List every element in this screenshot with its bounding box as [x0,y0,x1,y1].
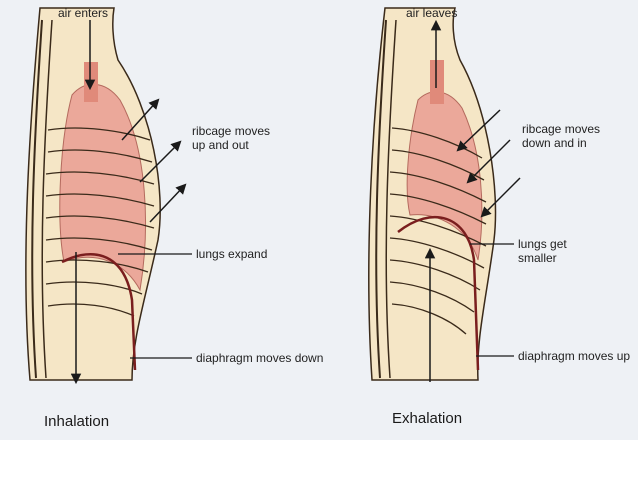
arrow-ribcage-out-3 [149,183,187,223]
label-lungs-smaller-line2: smaller [518,251,557,265]
label-ribcage-up-out-line2: up and out [192,138,249,152]
inhalation-spine [31,19,53,379]
caption-inhalation: Inhalation [44,413,110,430]
exhalation-ribs [389,127,487,335]
label-ribcage-up-out: ribcage moves up and out [192,124,270,152]
caption-exhalation: Exhalation [392,410,463,427]
arrow-ribcage-in-3 [480,177,521,218]
label-ribcage-down-in-line2: down and in [522,136,587,150]
exhalation-trachea [430,60,444,104]
arrow-ribcage-in-2 [466,139,511,184]
label-lungs-expand: lungs expand [196,247,268,261]
arrow-ribcage-out-2 [139,140,182,183]
arrow-ribcage-out-1 [121,98,160,141]
label-diaphragm-up: diaphragm moves up [518,349,631,363]
exhalation-diaphragm [397,216,480,371]
label-air-enters: air enters [58,6,109,20]
exhalation-spine [375,19,397,379]
exhalation-diagram [368,7,521,382]
label-lungs-smaller: lungs get smaller [518,237,567,265]
label-lungs-smaller-line1: lungs get [518,237,567,251]
arrow-ribcage-in-1 [456,109,501,152]
inhalation-trachea [84,62,98,102]
inhalation-diaphragm [61,253,137,371]
inhalation-diagram [25,7,192,385]
label-diaphragm-down: diaphragm moves down [196,351,324,365]
label-ribcage-up-out-line1: ribcage moves [192,124,271,138]
inhalation-ribs [45,127,155,317]
label-ribcage-down-in: ribcage moves down and in [522,122,600,150]
label-air-leaves: air leaves [406,6,458,20]
label-ribcage-down-in-line1: ribcage moves [522,122,601,136]
